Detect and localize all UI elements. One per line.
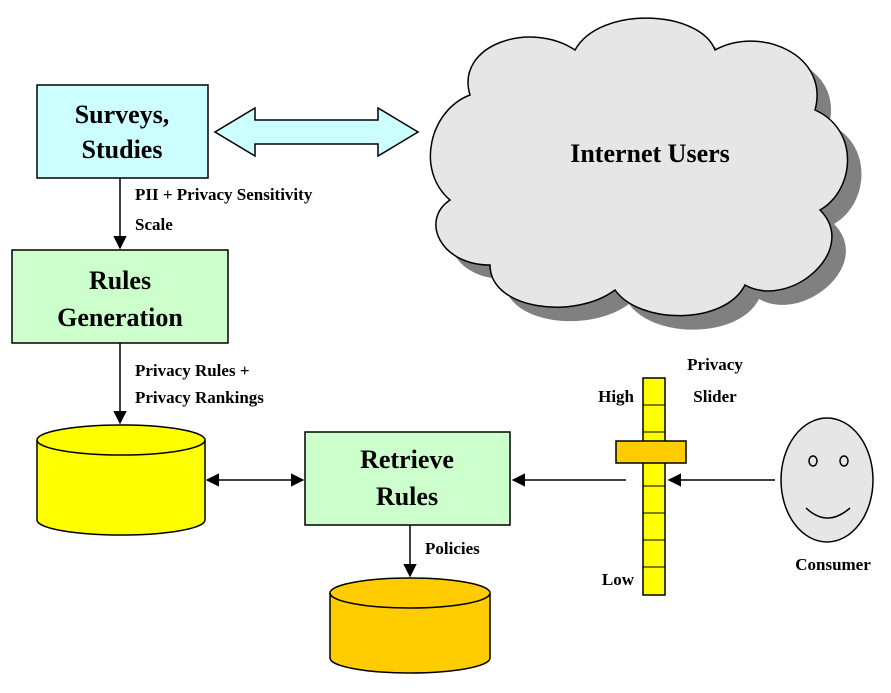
double-block-arrow [213, 106, 420, 158]
privacy-rules-label-line1: Privacy Rules + [135, 361, 250, 380]
retrieve-rules-line1: Retrieve [360, 445, 454, 474]
rules-generation-line2: Generation [57, 303, 183, 332]
rules-generation-line1: Rules [89, 266, 151, 295]
policies-database [329, 577, 491, 674]
pii-label-line2: Scale [135, 215, 173, 234]
internet-users-cloud: Internet Users [429, 17, 849, 317]
slider-title-line1: Privacy [687, 355, 743, 374]
rules-generation-box: Rules Generation [11, 249, 229, 344]
consumer-face-icon [780, 417, 874, 543]
slider-low-label: Low [602, 570, 635, 589]
slider-knob [615, 440, 687, 464]
slider-ticks [643, 404, 665, 568]
policies-label: Policies [425, 539, 480, 558]
privacy-rules-label-line2: Privacy Rankings [135, 388, 264, 407]
surveys-studies-box: Surveys, Studies [36, 84, 209, 179]
retrieve-rules-line2: Rules [376, 482, 438, 511]
slider-title-line2: Slider [693, 387, 737, 406]
pii-label-line1: PII + Privacy Sensitivity [135, 185, 313, 204]
slider-high-label: High [598, 387, 634, 406]
privacy-slider: High Low Privacy Slider [598, 355, 743, 596]
rules-database [36, 424, 206, 536]
internet-users-label: Internet Users [570, 139, 730, 168]
retrieve-rules-box: Retrieve Rules [304, 431, 511, 526]
surveys-label-line1: Surveys, [75, 100, 170, 129]
consumer-label: Consumer [795, 555, 871, 574]
surveys-label-line2: Studies [82, 135, 163, 164]
